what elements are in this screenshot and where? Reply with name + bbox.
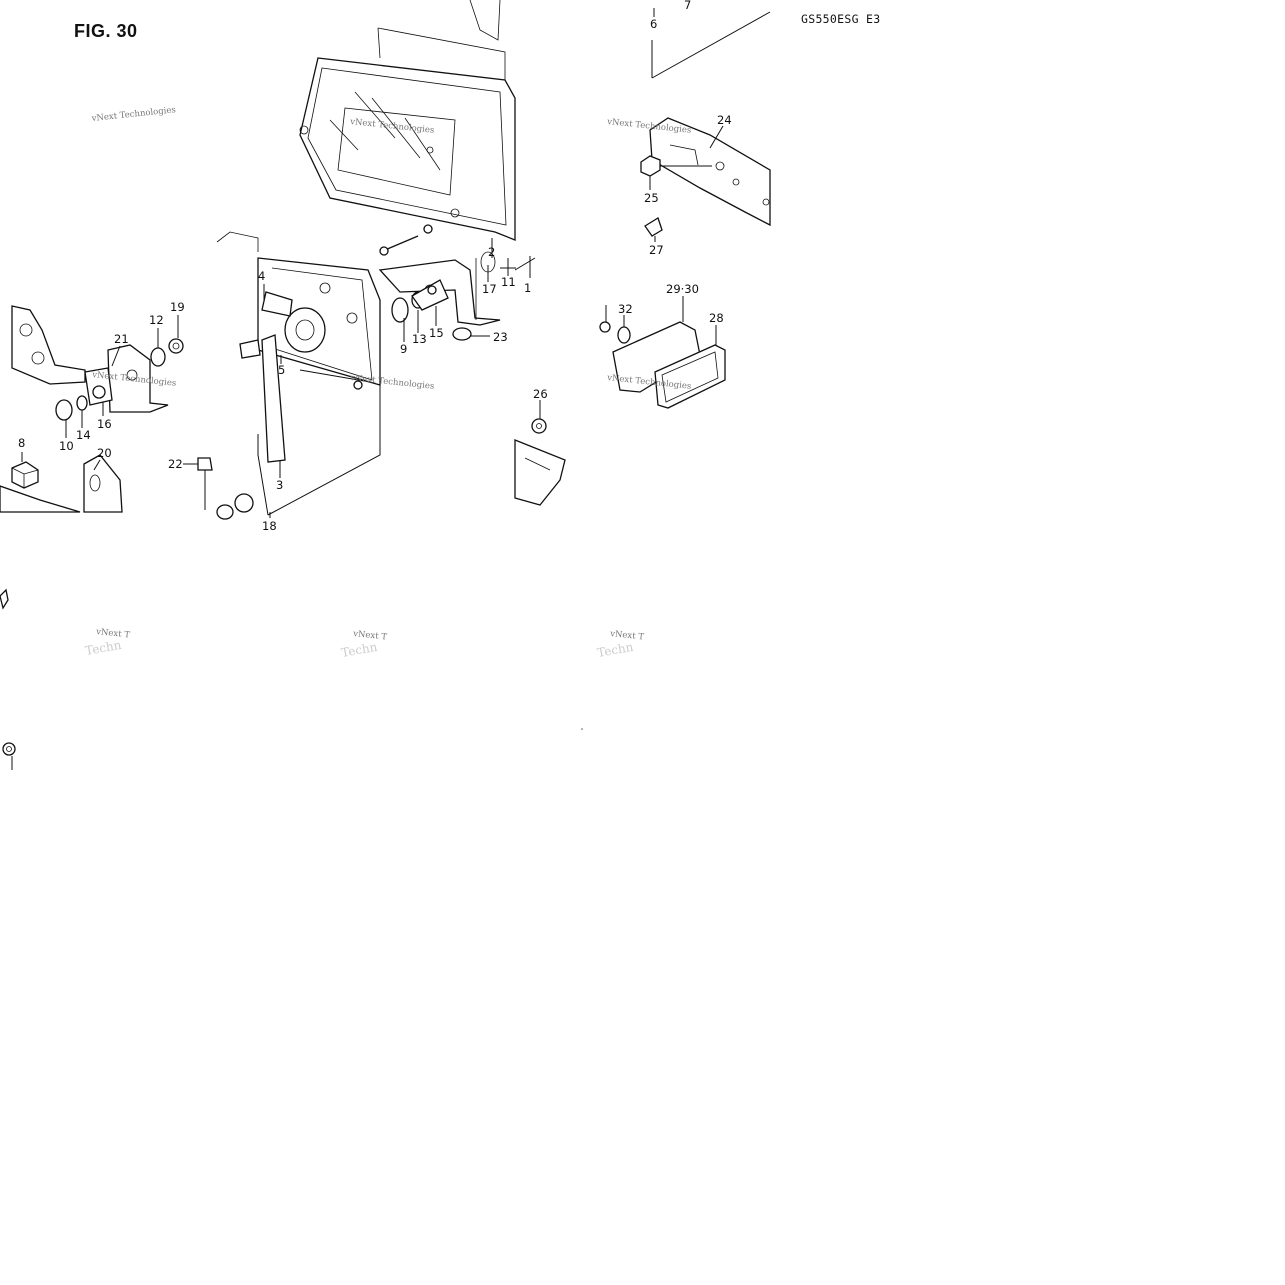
- callout-9: 9: [400, 342, 407, 356]
- callout-16: 16: [97, 417, 112, 431]
- watermark-text: vNext T: [95, 627, 131, 641]
- watermark-text: Techn: [596, 640, 634, 660]
- callout-29-30: 29·30: [666, 282, 699, 296]
- callout-1: 1: [524, 281, 531, 295]
- reflector-icon: [599, 321, 726, 409]
- model-code: GS550ESG E3: [801, 12, 881, 26]
- watermark-text: Techn: [84, 638, 122, 658]
- callout-10: 10: [59, 439, 74, 453]
- watermark-text: vNext Technologies: [90, 105, 176, 124]
- headlight-bracket-icon: [649, 11, 771, 227]
- callout-18: 18: [262, 519, 277, 533]
- headlight-bracket-icon: [0, 454, 254, 520]
- watermark-text: vNext T: [352, 629, 388, 643]
- headlight-bracket-icon: [11, 305, 169, 413]
- watermark-text: vNext T: [609, 629, 645, 643]
- callout-15: 15: [429, 326, 444, 340]
- callout-20: 20: [97, 446, 112, 460]
- callout-3: 3: [276, 478, 283, 492]
- watermark-text: vNext Technologies: [606, 117, 692, 136]
- watermark-text: vNext Technologies: [349, 373, 435, 392]
- callout-19: 19: [170, 300, 185, 314]
- callout-5: 5: [278, 363, 285, 377]
- callout-25: 25: [644, 191, 659, 205]
- headlight-bracket-icon: [514, 418, 566, 506]
- callout-26: 26: [533, 387, 548, 401]
- callout-4: 4: [258, 269, 265, 283]
- watermark-text: Techn: [340, 640, 378, 660]
- callout-11: 11: [501, 275, 516, 289]
- callout-24: 24: [717, 113, 732, 127]
- callout-14: 14: [76, 428, 91, 442]
- callout-27: 27: [649, 243, 664, 257]
- leader-lines: [21, 8, 724, 518]
- callout-7: 7: [684, 0, 691, 12]
- callout-17: 17: [482, 282, 497, 296]
- callout-labels: 6 7 24 25 27 32 29·30 28 26 2 17 11 1 23…: [18, 0, 732, 533]
- figure-title: FIG. 30: [74, 21, 138, 41]
- bulb-socket-icon: [0, 588, 583, 770]
- callout-12: 12: [149, 313, 164, 327]
- bolt-icon: [379, 224, 496, 341]
- washer-icon: [55, 338, 184, 421]
- nut-icon: [640, 155, 712, 237]
- callout-28: 28: [709, 311, 724, 325]
- headlight-lens-icon: [299, 0, 516, 241]
- callout-13: 13: [412, 332, 427, 346]
- callout-23: 23: [493, 330, 508, 344]
- callout-8: 8: [18, 436, 25, 450]
- cushion-icon: [11, 461, 39, 489]
- callout-22: 22: [168, 457, 183, 471]
- callout-6: 6: [650, 17, 657, 31]
- callout-31: 32: [618, 302, 633, 316]
- callout-2: 2: [488, 245, 495, 259]
- headlight-bracket-icon: [216, 231, 381, 516]
- callout-21: 21: [114, 332, 129, 346]
